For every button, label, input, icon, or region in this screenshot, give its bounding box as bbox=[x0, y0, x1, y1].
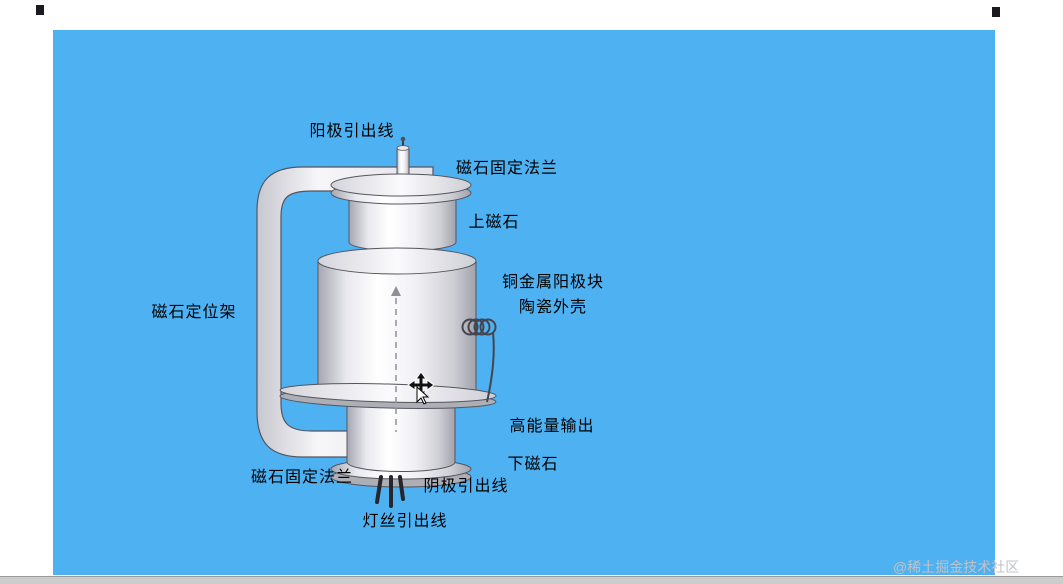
label-magnet-fixing-flange-top: 磁石固定法兰 bbox=[455, 160, 559, 177]
label-ceramic-shell: 陶瓷外壳 bbox=[518, 299, 588, 316]
move-cursor-icon bbox=[407, 371, 435, 405]
label-filament-lead-wire: 灯丝引出线 bbox=[362, 513, 448, 530]
magnet-frame-shape bbox=[256, 166, 434, 458]
label-anode-lead-wire: 阳极引出线 bbox=[309, 123, 395, 140]
label-cathode-lead-wire: 阴极引出线 bbox=[423, 478, 509, 495]
label-upper-magnet: 上磁石 bbox=[468, 214, 520, 231]
center-axis-line bbox=[391, 286, 401, 432]
label-magnet-positioning-frame: 磁石定位架 bbox=[151, 304, 237, 321]
bottom-scrollbar[interactable] bbox=[0, 576, 1063, 584]
cathode-pins-shape bbox=[375, 475, 405, 508]
watermark: @稀土掘金技术社区 bbox=[893, 559, 1020, 575]
lower-magnet-shape bbox=[346, 398, 456, 472]
label-high-energy-output: 高能量输出 bbox=[509, 418, 595, 435]
label-copper-anode-block: 铜金属阳极块 bbox=[501, 274, 605, 291]
label-magnet-fixing-flange-bottom: 磁石固定法兰 bbox=[250, 469, 354, 486]
top-flange-shape bbox=[330, 173, 472, 205]
anode-block-shape bbox=[317, 247, 477, 401]
energy-output-coil-shape bbox=[461, 318, 497, 403]
crop-mark-top-left bbox=[36, 5, 44, 15]
slide-canvas bbox=[53, 30, 995, 575]
label-lower-magnet: 下磁石 bbox=[507, 456, 559, 473]
output-flange-shape bbox=[279, 383, 497, 409]
crop-mark-top-right bbox=[992, 7, 1000, 17]
